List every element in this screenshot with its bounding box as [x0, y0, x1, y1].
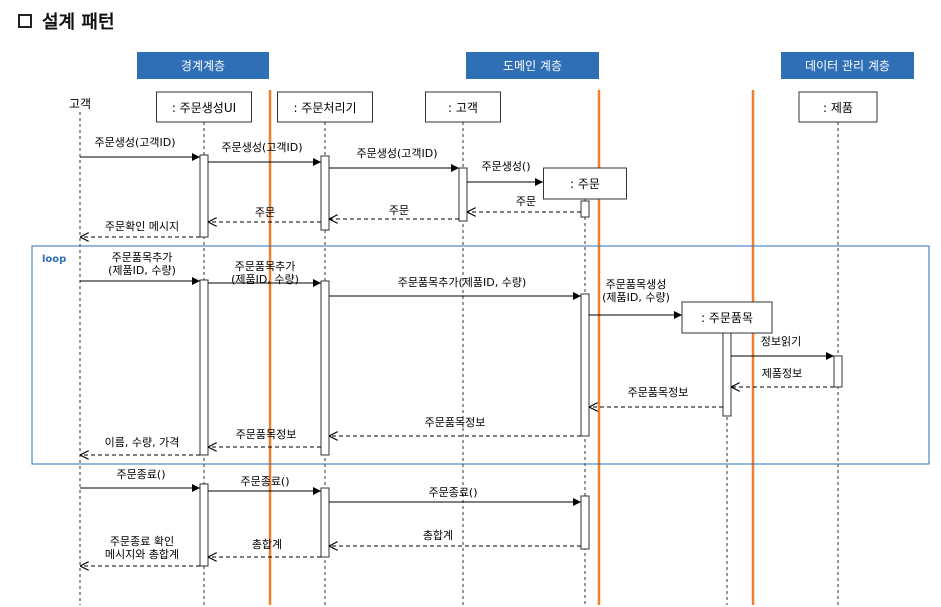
message-label: 이름, 수량, 가격	[105, 436, 180, 449]
message-label: 주문생성(고객ID)	[221, 141, 302, 154]
message-label: 주문종료()	[116, 468, 165, 481]
activation-bar	[320, 280, 330, 456]
customer-obj-box	[425, 91, 501, 123]
layer-boundary-header-label: 경계계층	[181, 59, 225, 73]
message-label: 주문	[516, 195, 536, 208]
order-handler-label: : 주문처리기	[293, 101, 356, 115]
page-title-row: 설계 패턴	[18, 8, 115, 34]
activation-bar	[580, 293, 590, 437]
page-title: 설계 패턴	[42, 12, 115, 33]
message-label: 총합계	[423, 529, 453, 542]
order-ui-label: : 주문생성UI	[172, 101, 236, 115]
message-label: 주문종료()	[428, 486, 477, 499]
activation-bar	[320, 487, 330, 558]
message-label: 주문생성(고객ID)	[94, 136, 175, 149]
product-obj-box	[798, 91, 878, 123]
order-item-obj-label: : 주문품목	[701, 311, 753, 325]
message-label: 주문종료()	[240, 475, 289, 488]
message-label: 주문품목추가(제품ID, 수량)	[231, 260, 299, 286]
message-label: 제품정보	[762, 367, 802, 380]
layer-boundary-header	[137, 52, 269, 79]
order-item-obj-box	[681, 301, 773, 334]
message-label: 정보읽기	[761, 335, 801, 348]
layer-data-header-label: 데이터 관리 계층	[805, 59, 890, 73]
activation-bar	[580, 200, 590, 218]
activation-bar	[199, 483, 209, 567]
activation-bar	[580, 495, 590, 550]
message-label: 주문품목추가(제품ID, 수량)	[108, 251, 176, 277]
checkbox-square-icon	[18, 14, 32, 28]
message-label: 주문	[389, 204, 409, 217]
order-handler-box	[277, 91, 373, 123]
order-obj-box	[543, 167, 627, 200]
activation-bar	[320, 155, 330, 231]
activation-bar	[199, 279, 209, 456]
message-label: 주문생성()	[481, 160, 530, 173]
message-label: 주문품목정보	[425, 416, 486, 429]
product-obj-label: : 제품	[823, 101, 853, 115]
message-label: 주문생성(고객ID)	[356, 147, 437, 160]
activation-bar	[199, 154, 209, 238]
order-ui-box	[156, 91, 252, 123]
customer-obj-label: : 고객	[448, 101, 478, 115]
layer-domain-header-label: 도메인 계층	[503, 59, 562, 73]
customer-actor-label: 고객	[69, 97, 91, 111]
layer-data-header	[781, 52, 914, 79]
activation-bar	[833, 355, 843, 388]
message-label: 주문품목추가(제품ID, 수량)	[398, 276, 527, 289]
message-label: 주문품목정보	[236, 428, 297, 441]
loop-label: loop	[42, 254, 66, 265]
layer-domain-header	[466, 52, 599, 79]
activation-bar	[458, 167, 468, 222]
loop-frame	[31, 245, 930, 465]
message-label: 총합계	[252, 538, 282, 551]
message-label: 주문확인 메시지	[105, 220, 179, 233]
order-obj-label: : 주문	[570, 177, 600, 191]
message-label: 주문	[255, 206, 275, 219]
message-label: 주문품목정보	[628, 386, 689, 399]
message-label: 주문품목생성(제품ID, 수량)	[602, 278, 670, 304]
activation-bar	[722, 332, 732, 417]
